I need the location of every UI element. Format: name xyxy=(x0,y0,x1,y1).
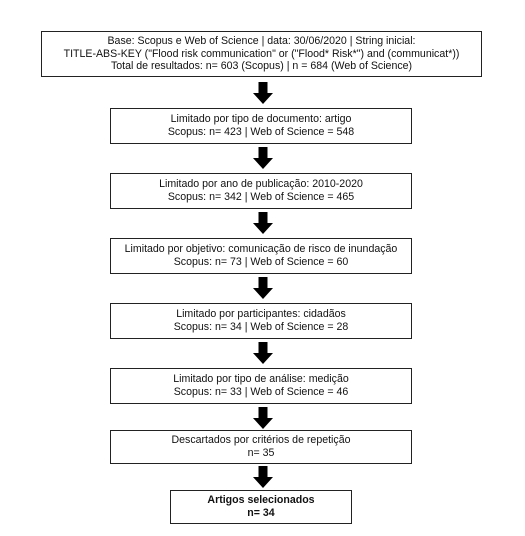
step-document-type-line-1: Limitado por tipo de documento: artigo xyxy=(170,113,352,126)
step-objective-line-2: Scopus: n= 73 | Web of Science = 60 xyxy=(173,256,349,268)
step-objective-line-1: Limitado por objetivo: comunicação de ri… xyxy=(124,243,398,256)
arrow-down-icon xyxy=(253,342,273,364)
step-participants-line-2: Scopus: n= 34 | Web of Science = 28 xyxy=(173,321,349,333)
step-selected-articles-line-2: n= 34 xyxy=(247,507,275,519)
step-base-search-line-3: Total de resultados: n= 603 (Scopus) | n… xyxy=(110,60,413,73)
step-selected-articles-line-1: Artigos selecionados xyxy=(207,494,315,507)
step-publication-year-line-2: Scopus: n= 342 | Web of Science = 465 xyxy=(167,191,355,203)
step-objective: Limitado por objetivo: comunicação de ri… xyxy=(110,238,412,274)
step-base-search-line-2: TITLE-ABS-KEY ("Flood risk communication… xyxy=(63,47,460,60)
step-document-type: Limitado por tipo de documento: artigo S… xyxy=(110,108,412,144)
step-duplicates-discarded-line-1: Descartados por critérios de repetição xyxy=(171,434,351,447)
step-publication-year-line-1: Limitado por ano de publicação: 2010-202… xyxy=(159,178,363,191)
step-publication-year: Limitado por ano de publicação: 2010-202… xyxy=(110,173,412,209)
arrow-down-icon xyxy=(253,82,273,104)
step-base-search-line-1: Base: Scopus e Web of Science | data: 30… xyxy=(107,35,416,48)
arrow-down-icon xyxy=(253,466,273,488)
step-participants: Limitado por participantes: cidadãos Sco… xyxy=(110,303,412,339)
step-duplicates-discarded-line-2: n= 35 xyxy=(247,447,275,459)
arrow-down-icon xyxy=(253,212,273,234)
step-selected-articles: Artigos selecionados n= 34 xyxy=(170,490,352,524)
step-participants-line-1: Limitado por participantes: cidadãos xyxy=(176,308,346,321)
step-analysis-type-line-1: Limitado por tipo de análise: medição xyxy=(173,373,349,386)
step-duplicates-discarded: Descartados por critérios de repetição n… xyxy=(110,430,412,464)
step-analysis-type-line-2: Scopus: n= 33 | Web of Science = 46 xyxy=(173,386,349,398)
arrow-down-icon xyxy=(253,277,273,299)
step-document-type-line-2: Scopus: n= 423 | Web of Science = 548 xyxy=(167,126,355,138)
step-base-search: Base: Scopus e Web of Science | data: 30… xyxy=(41,31,482,77)
arrow-down-icon xyxy=(253,407,273,429)
step-analysis-type: Limitado por tipo de análise: medição Sc… xyxy=(110,368,412,404)
arrow-down-icon xyxy=(253,147,273,169)
